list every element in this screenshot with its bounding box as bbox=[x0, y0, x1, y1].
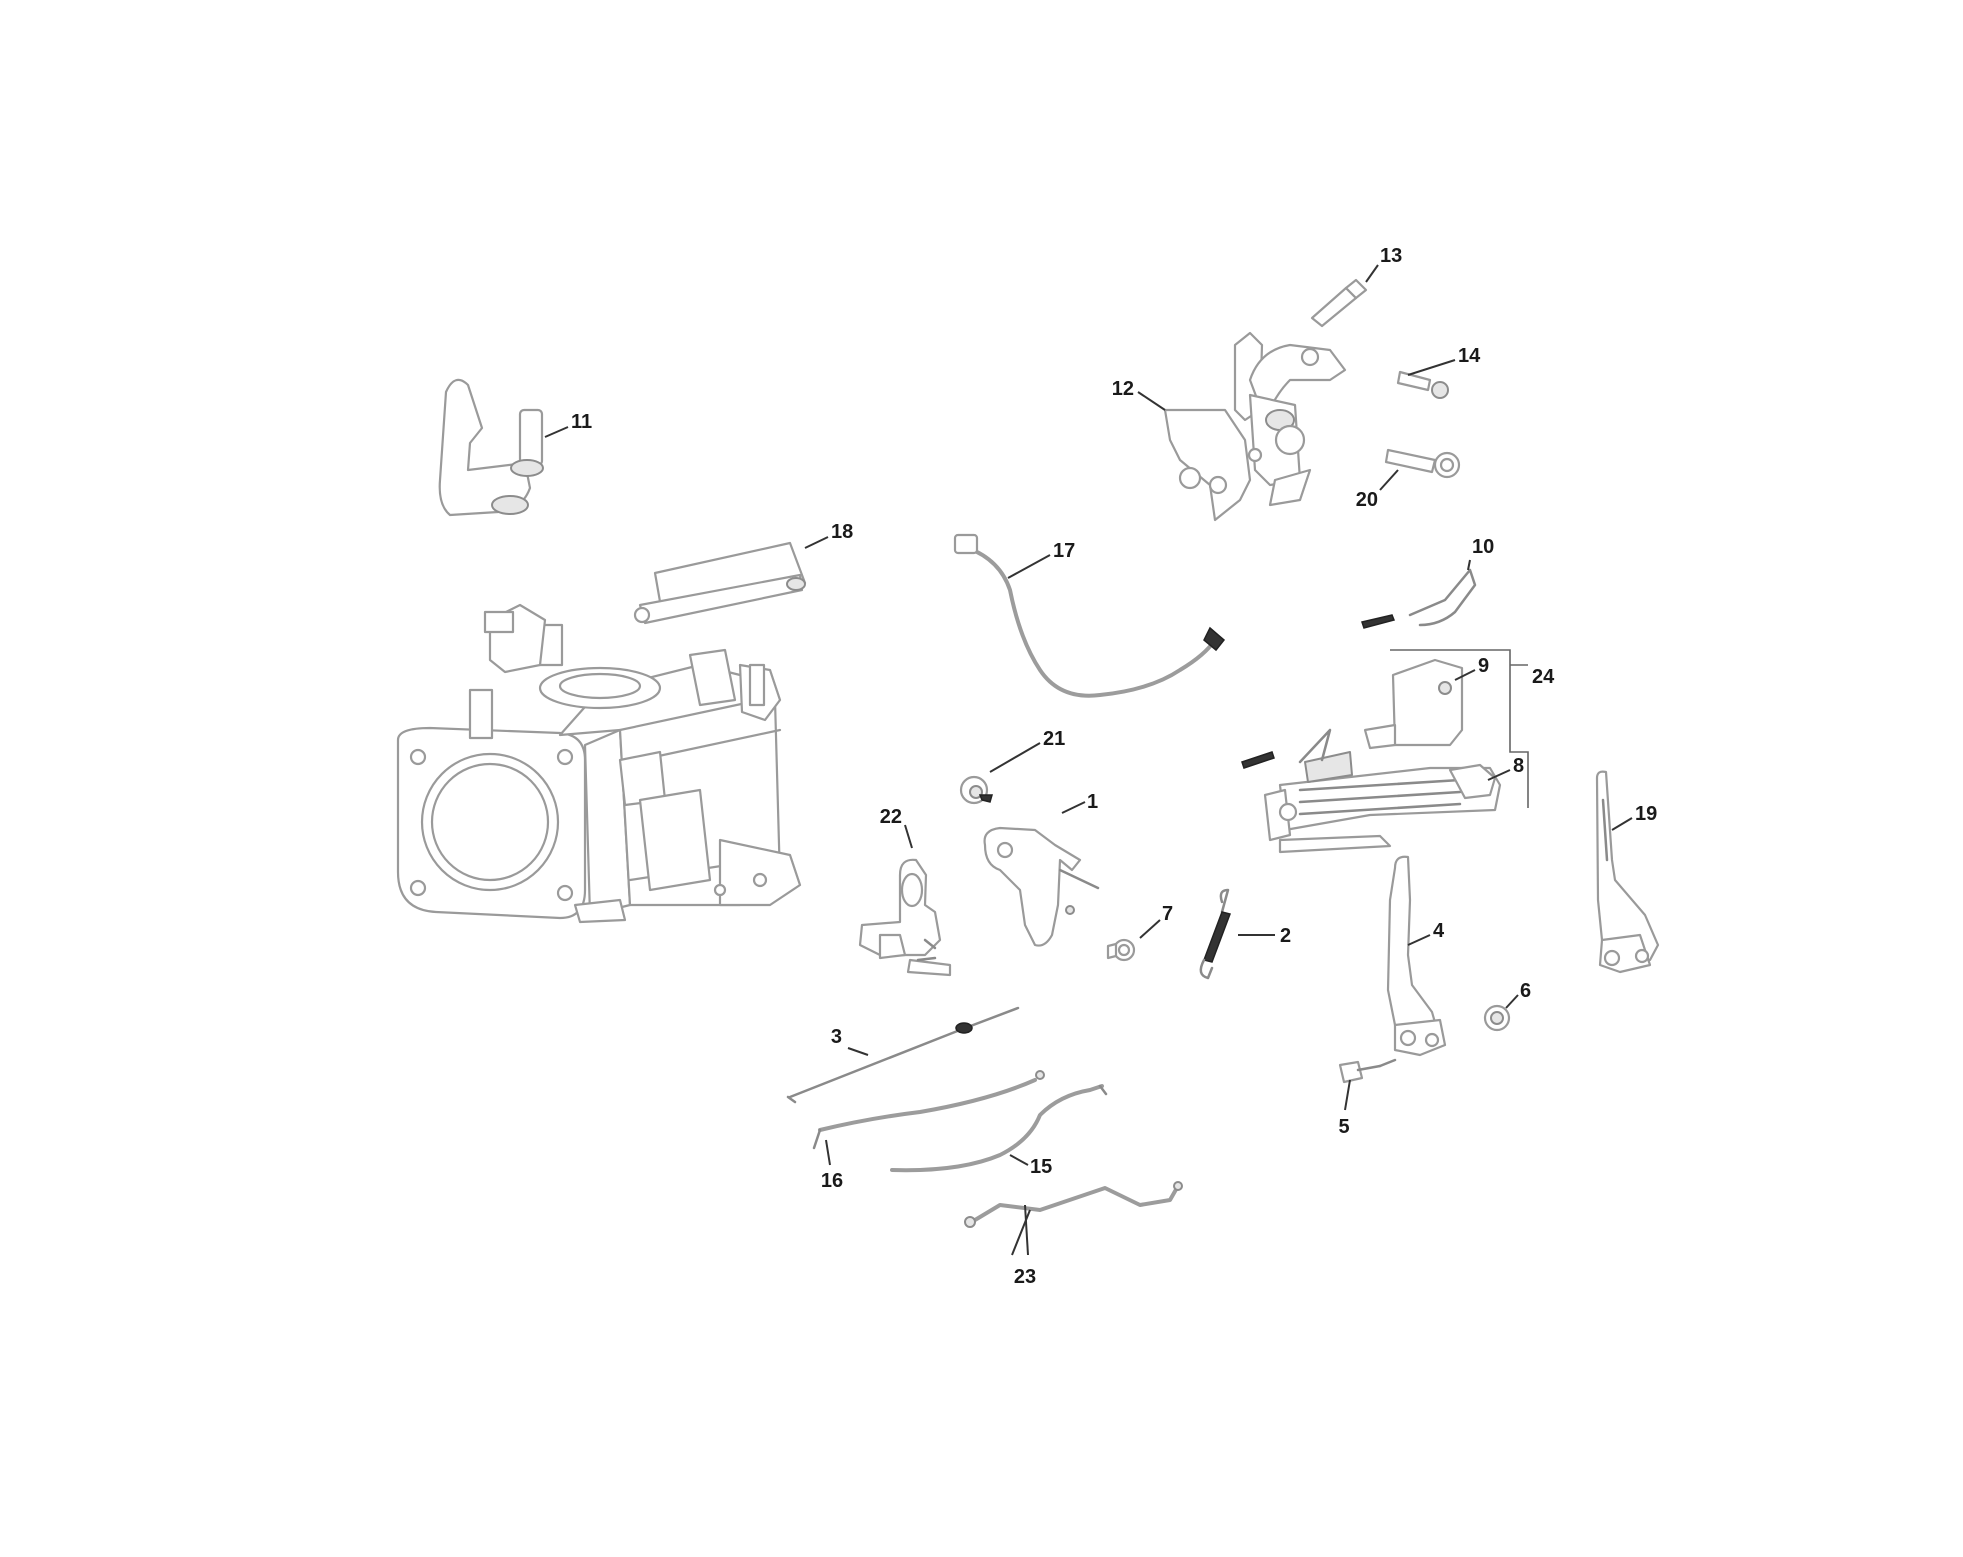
part-2-spring bbox=[1199, 888, 1231, 980]
callout-10: 10 bbox=[1472, 536, 1494, 558]
part-9-plate bbox=[1363, 658, 1464, 750]
part-3-cable bbox=[786, 1006, 1020, 1104]
part-14-screw bbox=[1396, 370, 1449, 399]
part-11-bracket bbox=[438, 378, 544, 517]
callout-12: 12 bbox=[1112, 378, 1134, 400]
part-16-rod bbox=[812, 1070, 1045, 1150]
callout-4: 4 bbox=[1433, 920, 1445, 942]
part-13-bolt bbox=[1310, 278, 1368, 328]
callout-15: 15 bbox=[1030, 1156, 1052, 1178]
callout-11: 11 bbox=[571, 411, 592, 433]
part-22-bracket bbox=[858, 858, 952, 977]
callout-8: 8 bbox=[1513, 755, 1524, 777]
callout-6: 6 bbox=[1520, 980, 1531, 1002]
part-1-governor-arm bbox=[983, 826, 1100, 947]
callout-20: 20 bbox=[1356, 489, 1378, 511]
part-17-wire bbox=[953, 533, 1226, 698]
callout-23: 23 bbox=[1014, 1266, 1036, 1288]
part-6-nut bbox=[1483, 1004, 1511, 1032]
part-4-bracket bbox=[1386, 855, 1447, 1057]
callout-7: 7 bbox=[1162, 903, 1173, 925]
part-19-lever bbox=[1595, 770, 1660, 974]
callout-2: 2 bbox=[1280, 925, 1291, 947]
part-18-strip bbox=[633, 541, 807, 625]
callout-21: 21 bbox=[1043, 728, 1065, 750]
callout-5: 5 bbox=[1338, 1116, 1349, 1138]
part-10-clip bbox=[1361, 568, 1477, 629]
callout-labels: 1 2 3 4 5 6 7 8 9 10 11 12 13 14 15 16 1… bbox=[571, 245, 1657, 1288]
part-8-module bbox=[1241, 728, 1502, 854]
callout-3: 3 bbox=[831, 1026, 842, 1048]
callout-19: 19 bbox=[1635, 803, 1657, 825]
callout-14: 14 bbox=[1458, 345, 1481, 367]
part-23-rod bbox=[964, 1181, 1183, 1228]
callout-17: 17 bbox=[1053, 540, 1075, 562]
part-7-grommet bbox=[1106, 938, 1136, 962]
callout-24: 24 bbox=[1532, 666, 1555, 688]
leader-lines bbox=[544, 264, 1633, 1256]
callout-22: 22 bbox=[880, 806, 902, 828]
callout-9: 9 bbox=[1478, 655, 1489, 677]
part-20-pin bbox=[1384, 448, 1461, 479]
engine-block bbox=[396, 603, 802, 924]
callout-16: 16 bbox=[821, 1170, 843, 1192]
part-15-rod bbox=[890, 1084, 1108, 1173]
part-12-lever-assembly bbox=[1163, 331, 1347, 522]
callout-18: 18 bbox=[831, 521, 853, 543]
callout-13: 13 bbox=[1380, 245, 1402, 267]
callout-1: 1 bbox=[1087, 791, 1098, 813]
bracket-24 bbox=[1390, 649, 1529, 808]
part-21-nut bbox=[959, 775, 993, 805]
part-5-screw bbox=[1338, 1058, 1397, 1084]
